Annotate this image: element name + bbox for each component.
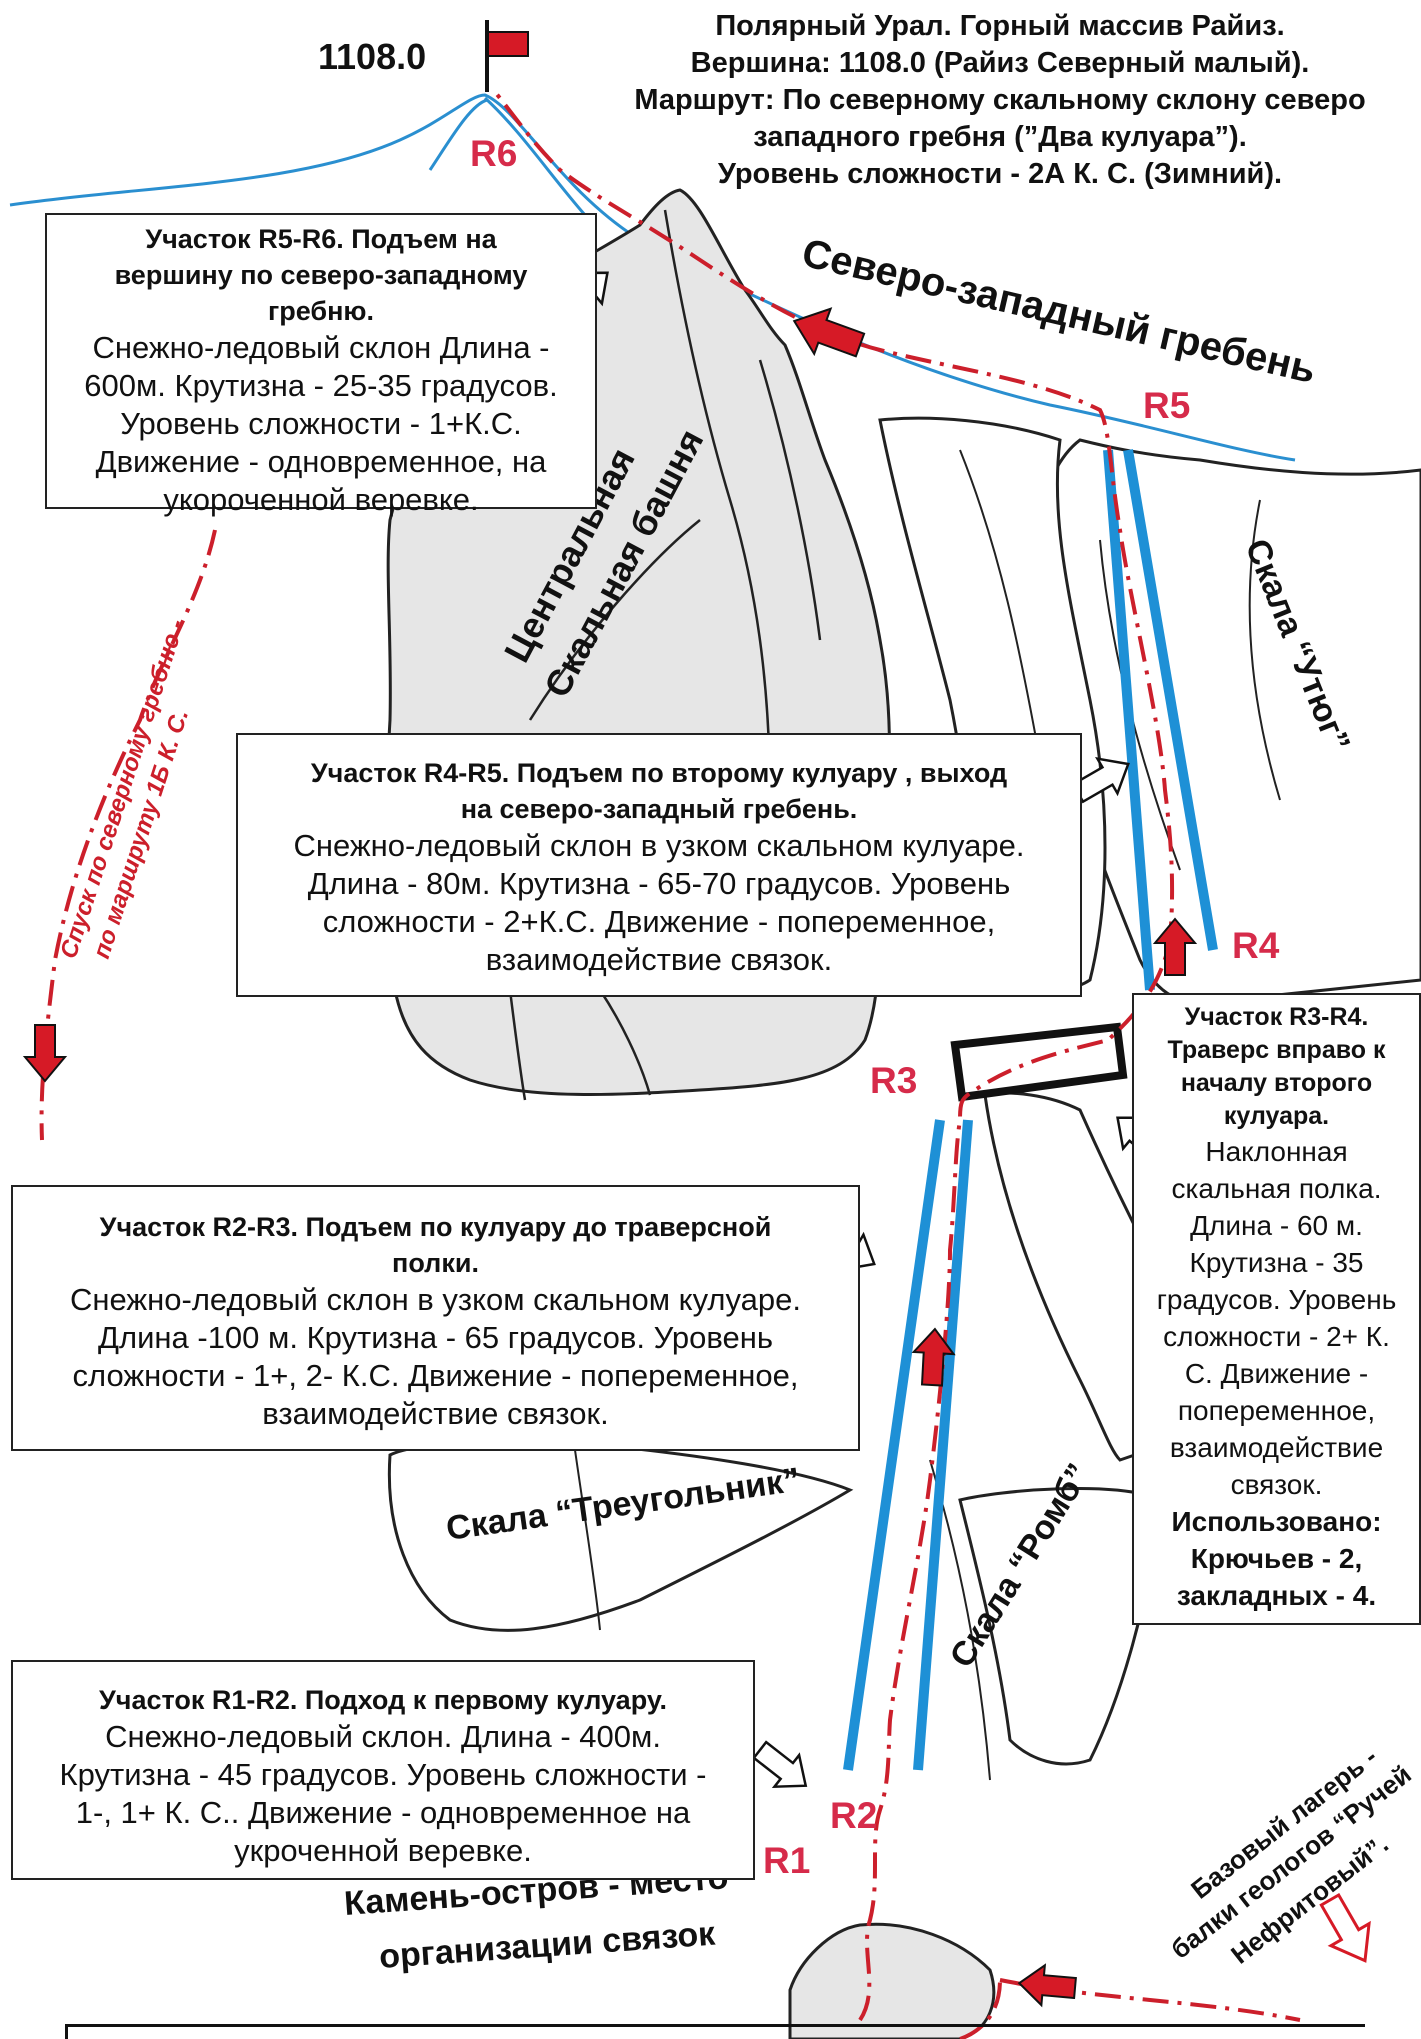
traverse-shelf	[950, 1022, 1128, 1102]
section-text: Уровень сложности - 1+К.С.	[120, 406, 522, 441]
section-heading: полки.	[392, 1248, 479, 1278]
section-text: взаимодействие связок.	[485, 942, 833, 977]
point-r6: R6	[470, 133, 518, 174]
section-heading: Участок R5-R6. Подъем на	[145, 224, 497, 254]
section-text: 600м. Крутизна - 25-35 градусов.	[84, 368, 558, 403]
section-equipment: закладных - 4.	[1176, 1580, 1377, 1611]
section-text: Снежно-ледовый склон в узком скальном ку…	[70, 1282, 801, 1317]
summit-elevation: 1108.0	[318, 36, 427, 77]
section-text: Снежно-ледовый склон. Длина - 400м.	[105, 1719, 661, 1754]
section-text: Движение - одновременное, на	[95, 444, 547, 479]
couloir-1-left	[843, 1119, 945, 1771]
section-text: Длина -100 м. Крутизна - 65 градусов. Ур…	[98, 1320, 773, 1355]
title-line-1: Полярный Урал. Горный массив Райиз.	[715, 10, 1285, 42]
point-r4: R4	[1232, 925, 1280, 966]
section-text: Длина - 80м. Крутизна - 65-70 градусов. …	[307, 866, 1011, 901]
section-text: попеременное,	[1177, 1395, 1376, 1426]
section-r1-r2: Участок R1-R2. Подход к первому кулуару.…	[11, 1660, 755, 1880]
section-text: укроченной веревке.	[234, 1833, 532, 1868]
section-heading: вершину по северо-западному	[114, 260, 528, 290]
section-text: сложности - 1+, 2- К.С. Движение - попер…	[72, 1358, 799, 1393]
route-arrow	[1152, 917, 1198, 976]
section-r5-r6: Участок R5-R6. Подъем на вершину по севе…	[45, 213, 597, 517]
section-text: Снежно-ледовый склон Длина -	[92, 330, 550, 365]
section-text: Наклонная	[1205, 1136, 1348, 1167]
point-r2: R2	[830, 1795, 878, 1836]
section-text: Снежно-ледовый склон в узком скальном ку…	[293, 828, 1025, 863]
section-text: взаимодействие связок.	[262, 1396, 609, 1431]
island-label-2: организации связок	[378, 1915, 717, 1976]
section-r3-r4: Участок R3-R4. Траверс вправо к началу в…	[1132, 993, 1421, 1625]
section-equipment: Крючьев - 2,	[1190, 1543, 1363, 1574]
section-r2-r3: Участок R2-R3. Подъем по кулуару до трав…	[11, 1185, 860, 1451]
bottom-frame	[65, 2024, 1365, 2039]
section-text: сложности - 2+К.С. Движение - попеременн…	[322, 904, 996, 939]
route-arrow	[911, 1327, 956, 1387]
ridge-line-left	[428, 98, 488, 171]
callout-arrow	[1071, 756, 1130, 804]
point-r1: R1	[763, 1840, 811, 1881]
section-text: связок.	[1230, 1469, 1323, 1500]
ridge-line	[9, 93, 1296, 462]
section-text: Крутизна - 45 градусов. Уровень сложност…	[59, 1757, 707, 1792]
section-text: взаимодействие	[1169, 1432, 1384, 1463]
section-text: сложности - 2+ К.	[1163, 1321, 1390, 1352]
section-text: укороченной веревке.	[163, 482, 479, 517]
section-heading: гребню.	[268, 296, 374, 326]
section-heading: кулуара.	[1223, 1102, 1330, 1130]
section-text: 1-, 1+ К. С.. Движение - одновременное н…	[75, 1795, 691, 1830]
point-r3: R3	[870, 1060, 918, 1101]
couloir-2-left	[1103, 449, 1155, 991]
camp-arrow	[1319, 1892, 1371, 1963]
route-arrow	[1017, 1963, 1077, 2008]
section-heading: Участок R2-R3. Подъем по кулуару до трав…	[99, 1212, 772, 1242]
section-equipment: Использовано:	[1171, 1506, 1382, 1537]
section-text: Крутизна - 35	[1189, 1247, 1364, 1278]
section-heading: Участок R1-R2. Подход к первому кулуару.	[99, 1685, 667, 1715]
summit-flag	[487, 31, 529, 57]
ridge-line-right	[483, 96, 587, 216]
route-title: Полярный Урал. Горный массив Райиз. Верш…	[560, 8, 1421, 193]
rock-rhomb-lower	[958, 1486, 1162, 1766]
section-text: Длина - 60 м.	[1190, 1210, 1363, 1241]
section-text: скальная полка.	[1171, 1173, 1382, 1204]
section-heading: Траверс вправо к	[1167, 1036, 1386, 1064]
title-line-5: Уровень сложности - 2А К. С. (Зимний).	[717, 158, 1283, 190]
section-heading: началу второго	[1180, 1069, 1373, 1097]
couloir-2-right	[1123, 449, 1218, 951]
ridge-label: Северо-западный гребень	[798, 231, 1320, 392]
title-line-4: западного гребня (”Два кулуара”).	[753, 121, 1247, 153]
descent-arrow	[22, 1024, 68, 1083]
section-heading: Участок R3-R4.	[1184, 1003, 1369, 1031]
section-text: С. Движение -	[1184, 1358, 1369, 1389]
title-line-3: Маршрут: По северному скальному склону с…	[634, 84, 1366, 116]
title-line-2: Вершина: 1108.0 (Райиз Северный малый).	[690, 47, 1310, 79]
section-r4-r5: Участок R4-R5. Подъем по второму кулуару…	[236, 733, 1082, 997]
point-r5: R5	[1143, 385, 1191, 426]
section-heading: Участок R4-R5. Подъем по второму кулуару…	[310, 758, 1008, 788]
route-arrow	[792, 307, 866, 358]
couloir-1-right	[913, 1119, 973, 1771]
callout-arrow	[752, 1740, 808, 1789]
section-text: градусов. Уровень	[1156, 1284, 1397, 1315]
stone-island	[788, 1922, 996, 2039]
section-heading: на северо-западный гребень.	[460, 794, 858, 824]
